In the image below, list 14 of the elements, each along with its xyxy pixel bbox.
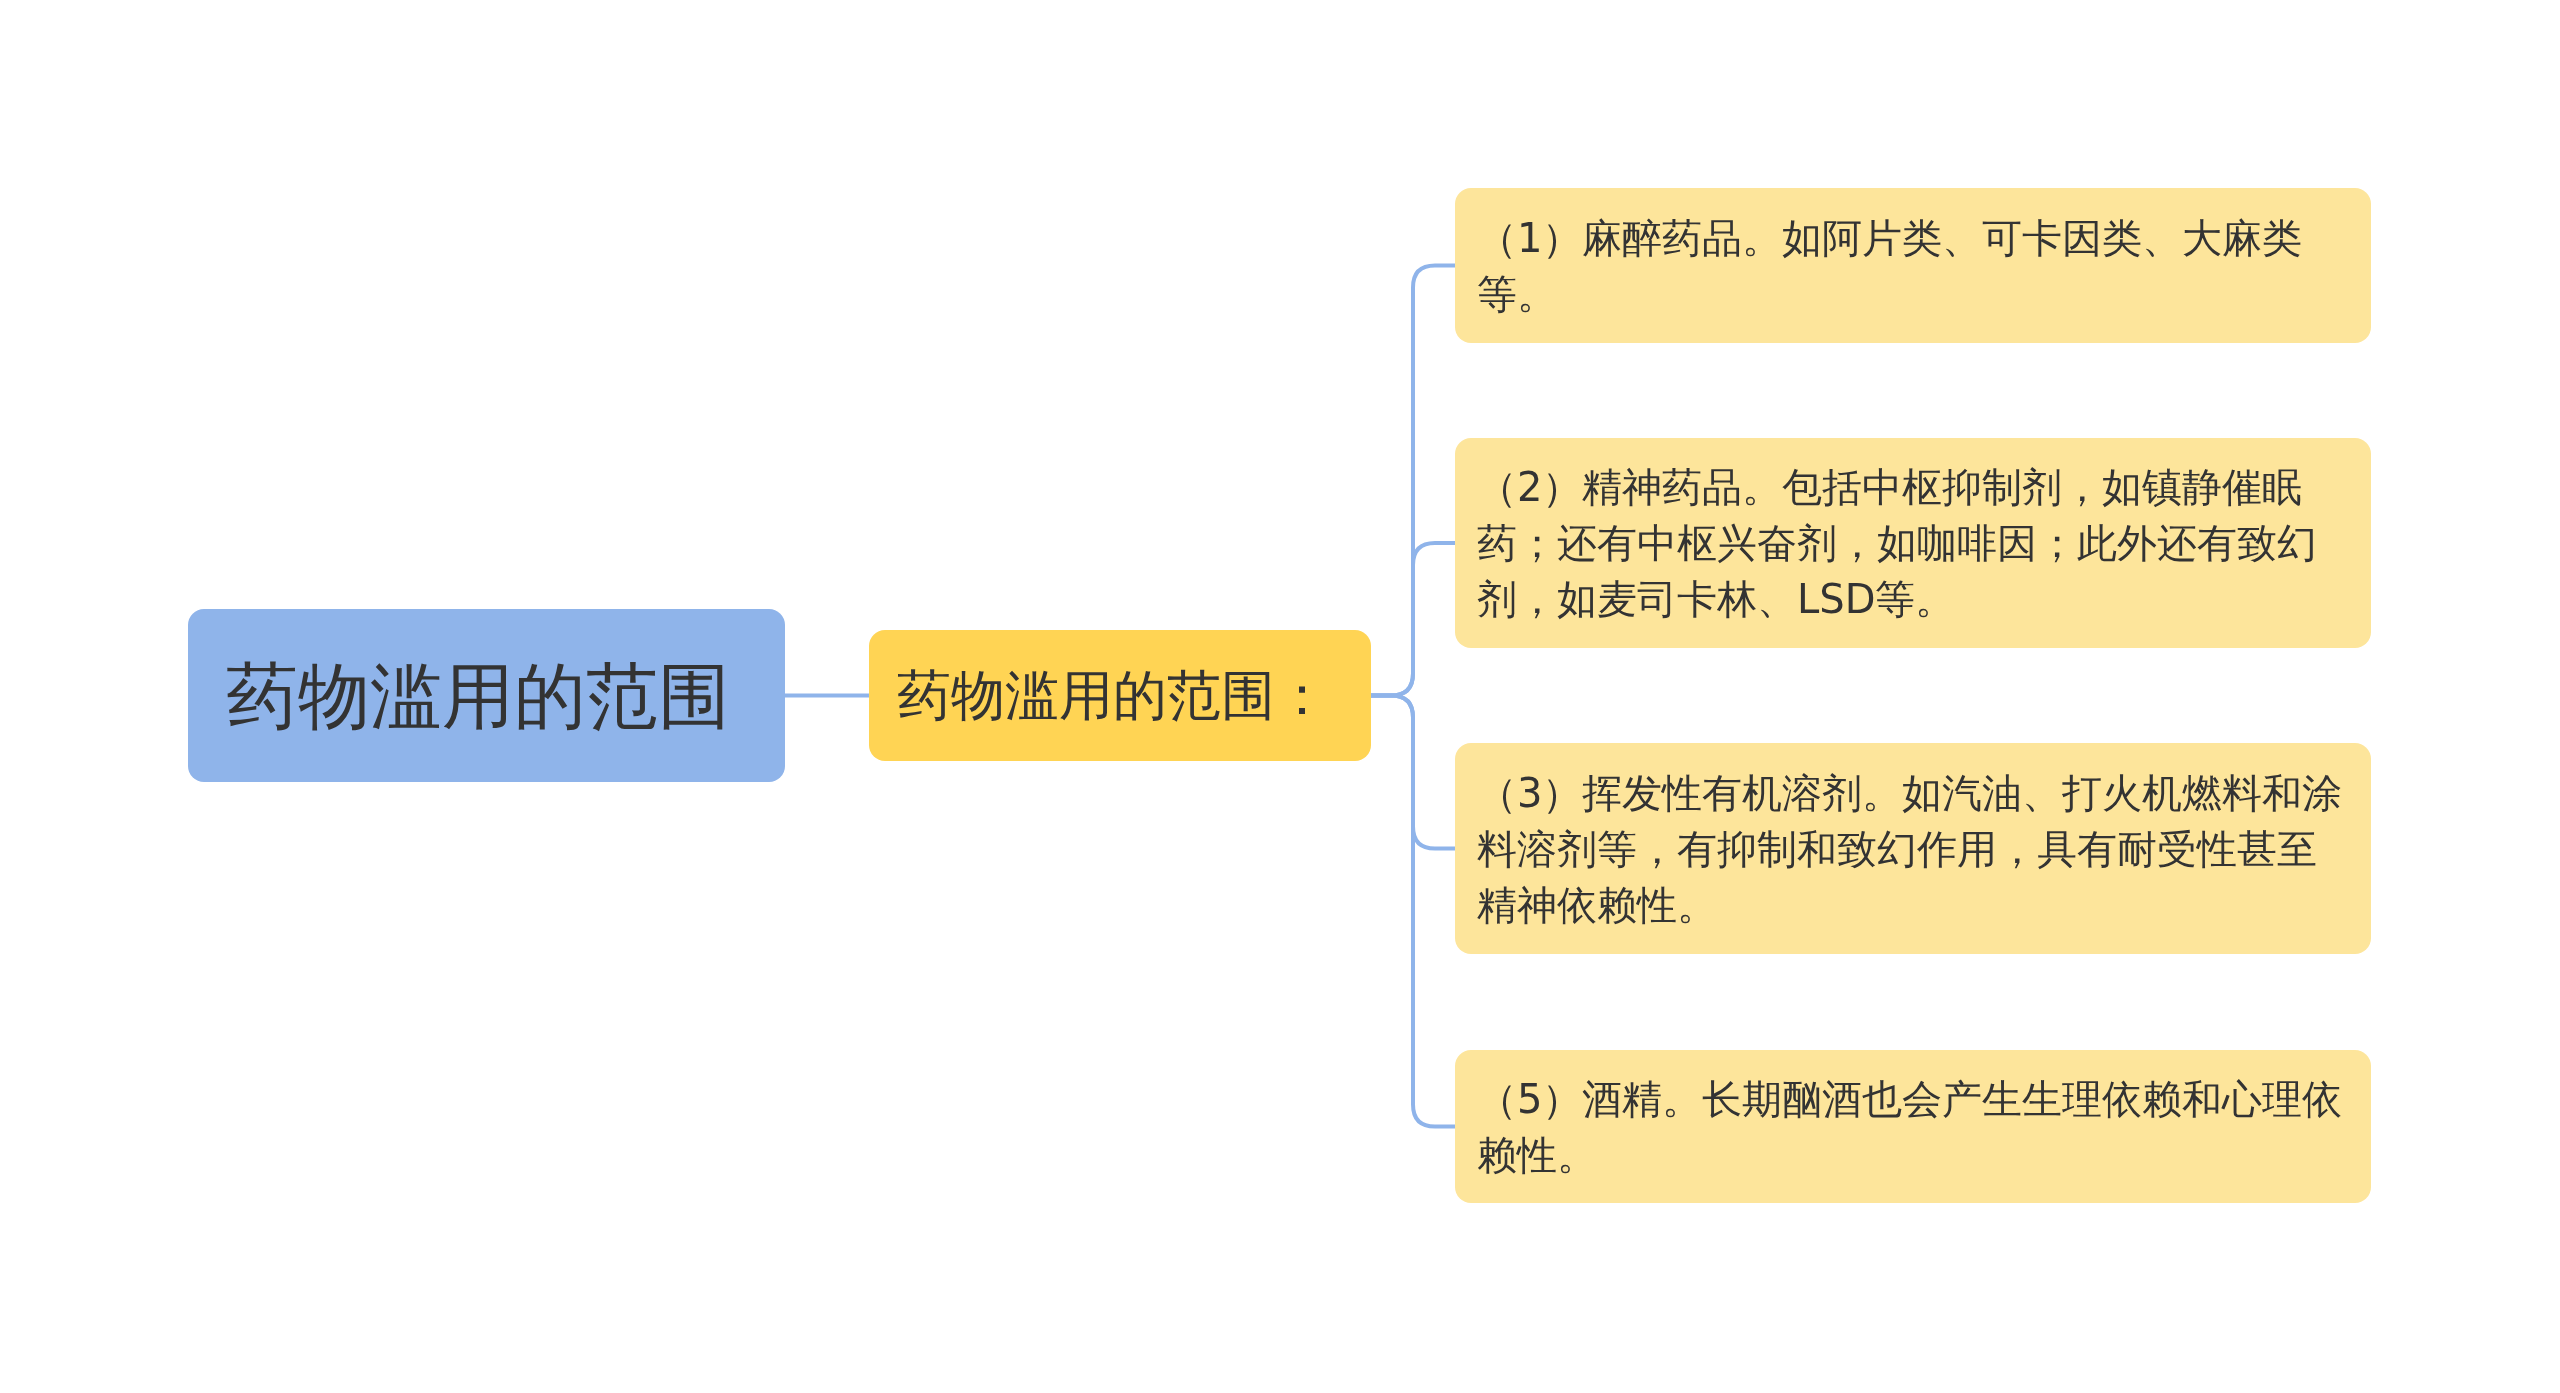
connector-line [785, 693, 869, 698]
topic-text: （3）挥发性有机溶剂。如汽油、打火机燃料和涂料溶剂等，有抑制和致幻作用，具有耐受性甚至精神依赖性。 [1477, 768, 2344, 930]
topic-text: 药物滥用的范围 [226, 652, 730, 740]
topic-box [869, 630, 1371, 761]
subtopic-box [1455, 438, 2371, 648]
connector-line [1371, 693, 1455, 1129]
topic-text: （1）麻醉药品。如阿片类、可卡因类、大麻类等。 [1477, 213, 2304, 319]
root-topic-box [188, 609, 785, 782]
subtopic-box [1455, 743, 2371, 954]
topic-text: （2）精神药品。包括中枢抑制剂，如镇静催眠药；还有中枢兴奋剂，如咖啡因；此外还有致幻剂，如麦司卡林、LSD等。 [1477, 463, 2318, 624]
subtopic-box [1455, 188, 2371, 343]
topic-text: （5）酒精。长期酗酒也会产生生理依赖和心理依赖性。 [1477, 1074, 2344, 1180]
topic-text: 药物滥用的范围： [897, 662, 1329, 729]
subtopic-box [1455, 1050, 2371, 1203]
